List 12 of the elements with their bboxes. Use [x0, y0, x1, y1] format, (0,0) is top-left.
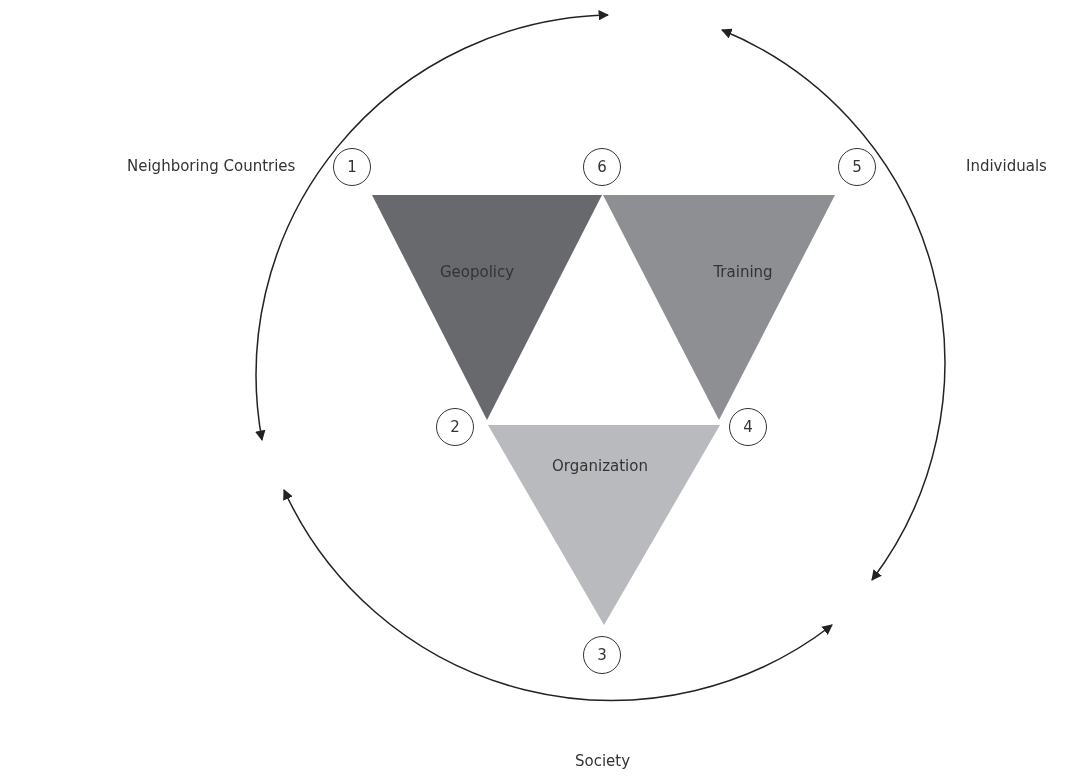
number-circle: 1: [333, 148, 371, 186]
node-label: Training: [713, 263, 773, 281]
side-label: Individuals: [966, 157, 1047, 175]
node-label: Organization: [552, 457, 648, 475]
number-circle: 6: [583, 148, 621, 186]
node-label: Geopolicy: [439, 263, 515, 281]
side-label: Neighboring Countries: [127, 157, 296, 175]
number-circle: 5: [838, 148, 876, 186]
number-circle: 4: [729, 408, 767, 446]
side-label: Society: [575, 752, 631, 770]
number-circle: 2: [436, 408, 474, 446]
number-circle: 3: [583, 636, 621, 674]
